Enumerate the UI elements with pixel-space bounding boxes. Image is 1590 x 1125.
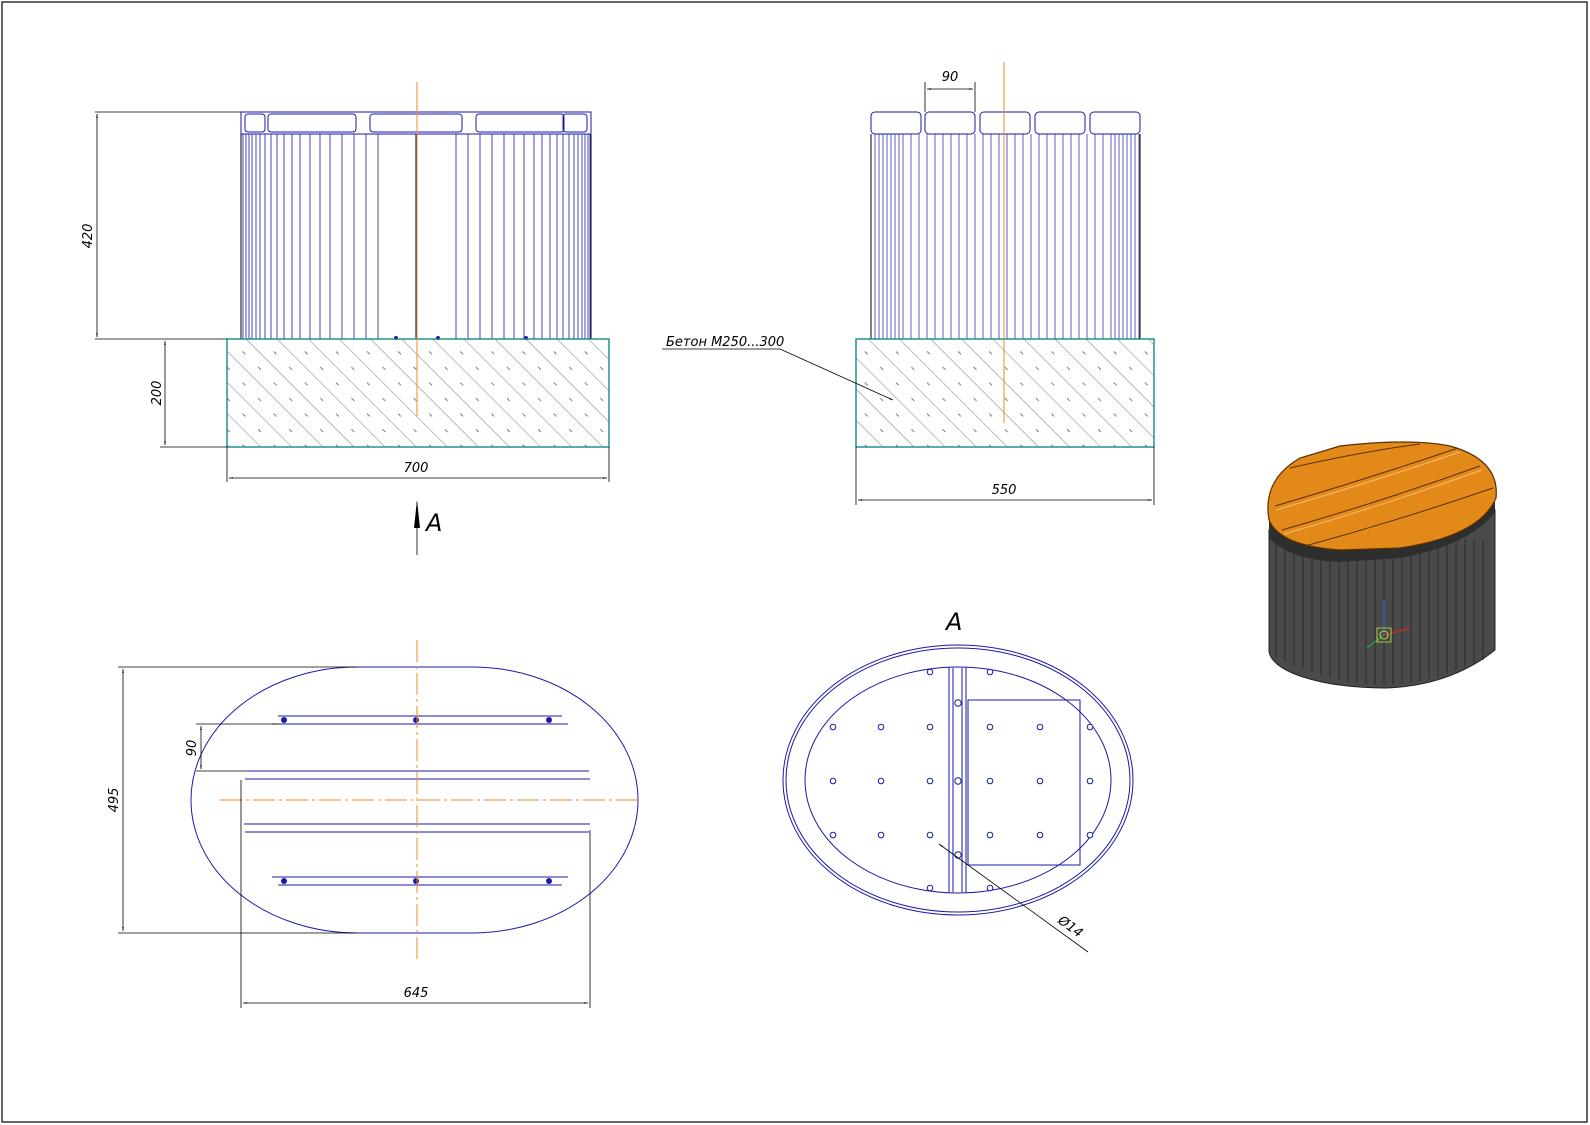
- dim-foundation-height: 200: [150, 381, 165, 406]
- mounting-hole: [877, 723, 885, 731]
- iso-seat-shadow: [1269, 498, 1495, 562]
- mounting-hole: [877, 777, 885, 785]
- front-view-slats: [240, 134, 592, 340]
- dim-top-depth: 495: [107, 788, 122, 813]
- mounting-hole: [986, 723, 994, 731]
- dim-side-width: 550: [992, 483, 1017, 498]
- iso-axis-triad: [1366, 600, 1411, 649]
- mounting-hole: [1086, 777, 1094, 785]
- section-inner-rim: [804, 666, 1112, 894]
- mounting-hole: [829, 777, 837, 785]
- mounting-hole: [986, 777, 994, 785]
- top-view-outline: [190, 666, 639, 934]
- section-outer-rim: [782, 644, 1134, 916]
- dim-top-width: 645: [404, 986, 429, 1001]
- top-view: 495 90 645: [107, 640, 639, 1008]
- mounting-hole: [1036, 723, 1044, 731]
- mounting-hole: [926, 777, 934, 785]
- mounting-hole: [829, 723, 837, 731]
- isometric-view: [1267, 441, 1497, 689]
- side-view: 90 550 Бетон М250...300: [662, 62, 1155, 505]
- mounting-hole: [877, 831, 885, 839]
- mounting-hole: [986, 831, 994, 839]
- mounting-hole: [829, 831, 837, 839]
- mounting-hole: [1086, 723, 1094, 731]
- section-holes: [829, 668, 1094, 892]
- mounting-hole: [926, 723, 934, 731]
- section-a-view: А Ø14: [782, 608, 1134, 953]
- mounting-hole: [926, 831, 934, 839]
- iso-body-grooves: [1275, 540, 1484, 685]
- front-view: 420 200 700 А: [81, 82, 610, 555]
- dim-side-slat-width: 90: [942, 70, 959, 85]
- mounting-hole: [1036, 831, 1044, 839]
- side-view-slats: [870, 134, 1141, 339]
- section-view-label: А: [944, 608, 962, 636]
- mounting-hole: [1036, 777, 1044, 785]
- dim-top-slat-width: 90: [185, 740, 200, 757]
- dim-front-height: 420: [81, 224, 96, 249]
- view-arrow-label: А: [424, 509, 442, 537]
- iso-seat: [1267, 441, 1497, 551]
- dim-hole-diameter: Ø14: [1054, 913, 1085, 941]
- concrete-callout: Бетон М250...300: [666, 335, 784, 350]
- mounting-hole: [1086, 831, 1094, 839]
- front-view-top-rim: [240, 111, 592, 135]
- dim-front-width: 700: [404, 461, 429, 476]
